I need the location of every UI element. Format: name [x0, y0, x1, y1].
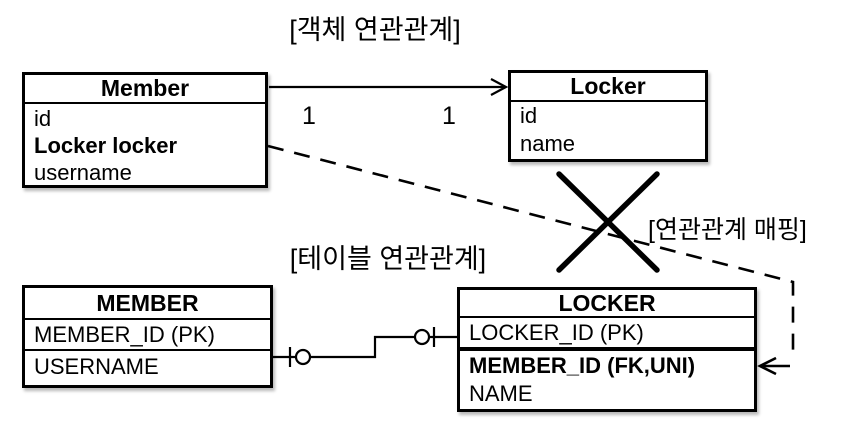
x-mark	[556, 171, 660, 273]
member-field-id: id	[34, 106, 52, 131]
member-class-title: Member	[25, 75, 265, 104]
member-class-box: Member id Locker locker username	[22, 72, 268, 188]
one-to-one-connector	[273, 327, 457, 367]
member-table-title: MEMBER	[25, 288, 270, 320]
member-class-fields: id Locker locker username	[25, 104, 265, 186]
locker-class-box: Locker id name	[508, 70, 708, 162]
mapping-label: [연관관계 매핑]	[648, 216, 807, 244]
locker-field-id: id	[520, 103, 538, 128]
member-table-box: MEMBER MEMBER_ID (PK) USERNAME	[22, 285, 273, 388]
locker-table-title: LOCKER	[460, 290, 754, 318]
object-association-arrow	[269, 78, 509, 96]
member-table-row-pk: MEMBER_ID (PK)	[25, 320, 270, 351]
locker-table-row-fk: MEMBER_ID (FK,UNI)	[469, 353, 696, 378]
locker-class-title: Locker	[511, 73, 705, 102]
table-relation-label: [테이블 연관관계]	[289, 244, 487, 274]
locker-table-row-pk: LOCKER_ID (PK)	[460, 318, 754, 351]
locker-table-box: LOCKER LOCKER_ID (PK) MEMBER_ID (FK,UNI)…	[457, 287, 757, 412]
cardinality-one-left: 1	[302, 102, 316, 130]
member-field-locker: Locker locker	[34, 133, 178, 158]
object-relation-label: [객체 연관관계]	[289, 15, 461, 45]
cardinality-one-right: 1	[442, 102, 456, 130]
member-field-username: username	[34, 160, 132, 185]
locker-field-name: name	[520, 131, 576, 156]
locker-class-fields: id name	[511, 102, 705, 158]
locker-table-fk-section: MEMBER_ID (FK,UNI) NAME	[460, 351, 754, 408]
locker-table-row-name: NAME	[469, 381, 533, 406]
member-table-row-username: USERNAME	[34, 354, 159, 379]
